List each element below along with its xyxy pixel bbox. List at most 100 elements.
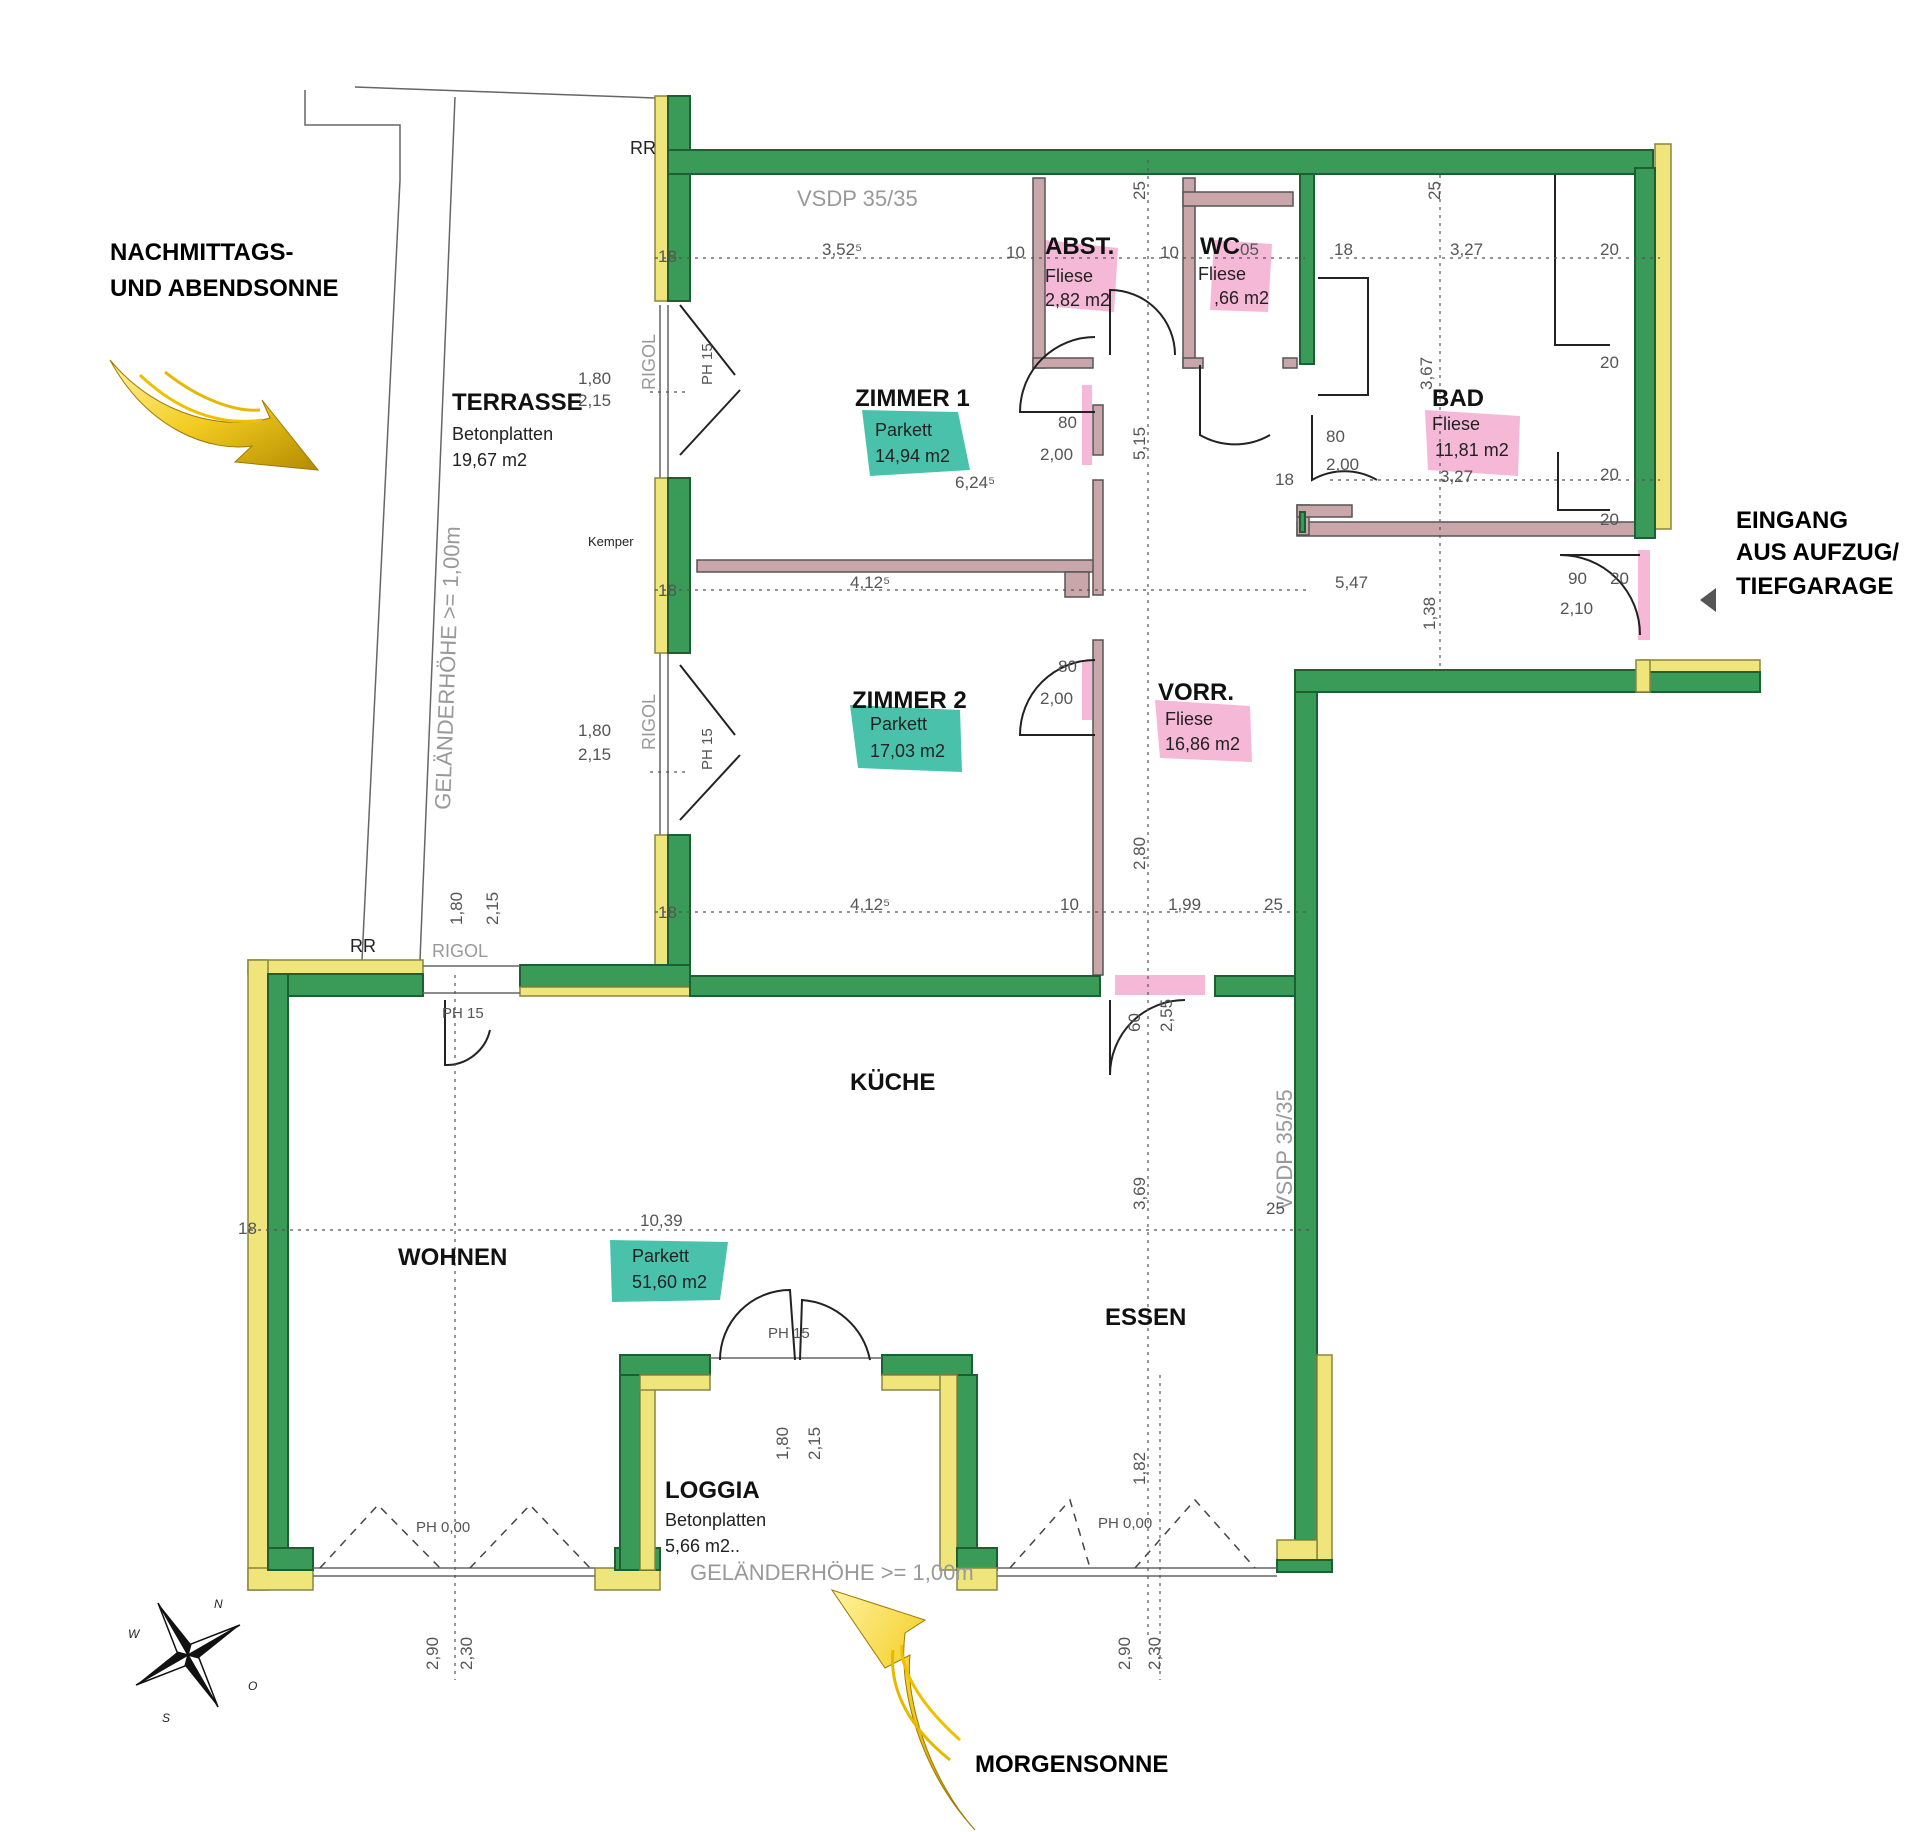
dim-door-200-z1: 2,00 [1040, 445, 1073, 464]
dim-1-82: 1,82 [1130, 1452, 1149, 1485]
dim-vorr-1-99: 1,99 [1168, 895, 1201, 914]
dim-door-80-bad: 80 [1326, 427, 1345, 446]
dim-window-180-c: 1,80 [447, 892, 466, 925]
entrance-label-2: AUS AUFZUG/ [1736, 539, 1899, 566]
wc-material: Fliese [1198, 264, 1246, 284]
entrance-label-1: EINGANG [1736, 507, 1848, 534]
dim-sill-230-b: 2,30 [1145, 1637, 1164, 1670]
dim-25-d: 25 [1425, 181, 1444, 200]
ph-label-1: PH 15 [699, 343, 716, 385]
dim-door-90: 90 [1568, 569, 1587, 588]
loggia-area: 5,66 m2.. [665, 1536, 740, 1556]
wc-name: WC [1200, 233, 1240, 260]
abst-name: ABST. [1045, 233, 1114, 260]
ph-wohnen-label: PH 0,00 [416, 1519, 470, 1536]
bad-material: Fliese [1432, 414, 1480, 434]
dim-18-c: 18 [658, 903, 677, 922]
morning-sun-arrow [830, 1589, 976, 1831]
wohnen-material: Parkett [632, 1246, 689, 1266]
dim-door-80-z1: 80 [1058, 413, 1077, 432]
loggia-name: LOGGIA [665, 1477, 760, 1504]
dim-z2-width-bottom: 4,12⁵ [850, 895, 890, 914]
afternoon-sun-label-1: NACHMITTAGS- [110, 239, 294, 266]
railing-loggia-label: GELÄNDERHÖHE >= 1,00m [690, 1560, 974, 1585]
zimmer2-area: 17,03 m2 [870, 741, 945, 761]
dim-10-b: 10 [1160, 243, 1179, 262]
dim-sill-290-a: 2,90 [423, 1637, 442, 1670]
compass-w: W [128, 1627, 141, 1641]
essen-name: ESSEN [1105, 1304, 1186, 1331]
dim-18-a: 18 [658, 247, 677, 266]
dim-20-b: 20 [1600, 353, 1619, 372]
loggia-material: Betonplatten [665, 1510, 766, 1530]
dim-sill-290-b: 2,90 [1115, 1637, 1134, 1670]
dim-18-d: 18 [238, 1219, 257, 1238]
dim-20-c: 20 [1600, 465, 1619, 484]
bad-name: BAD [1432, 385, 1484, 412]
terrasse-name: TERRASSE [452, 389, 583, 416]
dim-sill-230-a: 2,30 [457, 1637, 476, 1670]
bath-fixtures [1318, 170, 1610, 511]
vorr-area: 16,86 m2 [1165, 734, 1240, 754]
dim-vorr-width: 5,47 [1335, 573, 1368, 592]
dim-18-b: 18 [658, 581, 677, 600]
zimmer1-name: ZIMMER 1 [855, 385, 970, 412]
vorr-material: Fliese [1165, 709, 1213, 729]
dim-door-210: 2,10 [1560, 599, 1593, 618]
dim-window-180-a: 1,80 [578, 369, 611, 388]
dim-20-e: 20 [1610, 569, 1629, 588]
dim-essen-height: 3,69 [1130, 1177, 1149, 1210]
abst-material: Fliese [1045, 266, 1093, 286]
rigol-label-2: RIGOL [639, 694, 659, 750]
rr-bottom-label: RR [350, 936, 376, 956]
dim-wohnen-width: 10,39 [640, 1211, 683, 1230]
dim-door-255: 2,55 [1157, 999, 1176, 1032]
dim-window-180-b: 1,80 [578, 721, 611, 740]
dim-z1-diag: 6,24⁵ [955, 473, 995, 492]
rr-top-label: RR [630, 138, 656, 158]
wc-area: ,66 m2 [1214, 288, 1269, 308]
dim-18-f: 18 [1275, 470, 1294, 489]
dim-door-200-bad: 2,00 [1326, 455, 1359, 474]
compass-s: S [162, 1711, 170, 1725]
zimmer2-name: ZIMMER 2 [852, 687, 967, 714]
zimmer1-area: 14,94 m2 [875, 446, 950, 466]
vsdp-top-label: VSDP 35/35 [797, 186, 918, 211]
morning-sun-label: MORGENSONNE [975, 1751, 1168, 1778]
exterior-walls [247, 95, 1761, 1591]
zimmer1-material: Parkett [875, 420, 932, 440]
ph-loggia-label: PH 15 [768, 1325, 810, 1342]
dim-window-215-d: 2,15 [805, 1427, 824, 1460]
dim-5-15: 5,15 [1130, 427, 1149, 460]
bad-area: 11,81 m2 [1435, 440, 1509, 460]
dim-bad-height: 3,67 [1417, 357, 1436, 390]
dim-window-180-d: 1,80 [773, 1427, 792, 1460]
wohnen-area: 51,60 m2 [632, 1272, 707, 1292]
zimmer2-material: Parkett [870, 714, 927, 734]
afternoon-sun-label-2: UND ABENDSONNE [110, 275, 338, 302]
dim-05: 05 [1240, 240, 1259, 259]
dimension-lines [250, 160, 1660, 1680]
ph-label-3: PH 15 [442, 1005, 484, 1022]
dim-25-c: 25 [1130, 181, 1149, 200]
dim-20-d: 20 [1600, 510, 1619, 529]
kueche-name: KÜCHE [850, 1069, 935, 1096]
dim-z1-width: 3,52⁵ [822, 240, 862, 259]
dim-window-215-a: 2,15 [578, 391, 611, 410]
entrance-arrow-icon [1700, 588, 1716, 612]
rigol-label-3: RIGOL [432, 941, 488, 961]
abst-area: 2,82 m2 [1045, 290, 1110, 310]
entrance-label-3: TIEFGARAGE [1736, 573, 1893, 600]
dim-door-80-z2: 80 [1058, 657, 1077, 676]
dim-door-200-z2: 2,00 [1040, 689, 1073, 708]
dim-25-a: 25 [1264, 895, 1283, 914]
dim-door-60: 60 [1125, 1013, 1144, 1032]
kemper-label: Kemper [588, 534, 634, 549]
floor-highlights [610, 240, 1650, 1302]
dim-window-215-c: 2,15 [483, 892, 502, 925]
dim-10-c: 10 [1060, 895, 1079, 914]
vorr-name: VORR. [1158, 679, 1234, 706]
ph-label-2: PH 15 [699, 728, 716, 770]
dim-bad-width-2: 3,27 [1440, 467, 1473, 486]
